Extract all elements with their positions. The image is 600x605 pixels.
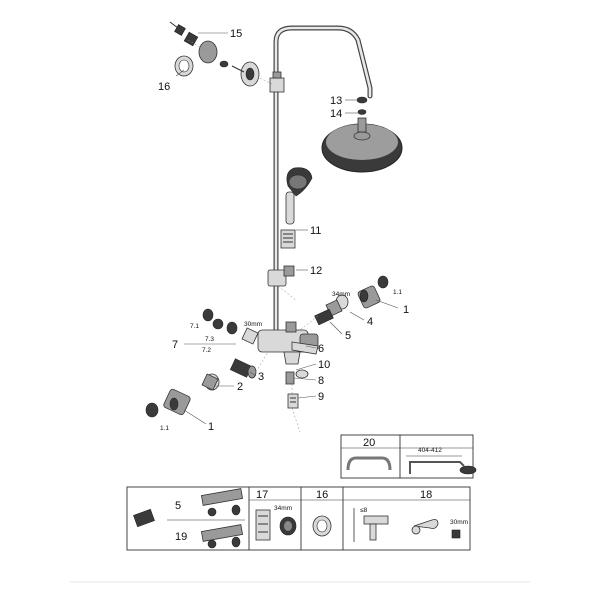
left-part-7-group bbox=[202, 308, 259, 345]
head-shower bbox=[321, 117, 403, 173]
label-2: 2 bbox=[237, 381, 243, 393]
label-14: 14 bbox=[330, 108, 342, 120]
kit-label-5: 5 bbox=[175, 500, 181, 512]
thermostat-body bbox=[257, 321, 319, 365]
right-part-5 bbox=[314, 308, 334, 326]
arm-seal-14 bbox=[357, 109, 367, 115]
label-5: 5 bbox=[345, 330, 351, 342]
label-9: 9 bbox=[318, 391, 324, 403]
kit-18-dim: 30mm bbox=[450, 519, 468, 526]
riser-top-bracket bbox=[269, 71, 285, 93]
part-9 bbox=[287, 393, 299, 409]
kit-label-18: 18 bbox=[420, 489, 432, 501]
label-1-right: 1 bbox=[403, 304, 409, 316]
dim-7-3: 7.3 bbox=[205, 336, 214, 343]
kit-box-20: 20 404-412 bbox=[340, 434, 477, 479]
dim-30mm-top: 30mm bbox=[244, 321, 262, 328]
kit-17-dim: 34mm bbox=[274, 505, 292, 512]
kit-label-19: 19 bbox=[175, 531, 187, 543]
label-7: 7 bbox=[172, 339, 178, 351]
arm-nut-13 bbox=[356, 96, 368, 104]
wall-bracket-assembly bbox=[169, 21, 260, 87]
part-10 bbox=[295, 369, 309, 379]
kit-20-label: 20 bbox=[363, 437, 375, 449]
label-3: 3 bbox=[258, 371, 264, 383]
dimension-labels: 1.1 1.1 34mm 30mm 7.1 7.3 7.2 bbox=[160, 289, 402, 432]
part-8 bbox=[285, 371, 295, 385]
kit-box-bottom: 5 19 17 34mm 16 18 ≤8 30mm bbox=[126, 486, 471, 551]
label-16: 16 bbox=[158, 81, 170, 93]
diverter-handle bbox=[291, 341, 319, 355]
label-6: 6 bbox=[318, 343, 324, 355]
label-13: 13 bbox=[330, 95, 342, 107]
leader-lines bbox=[175, 32, 399, 425]
label-11: 11 bbox=[310, 225, 321, 237]
dim-7-1: 7.1 bbox=[190, 323, 199, 330]
left-handle-1 bbox=[145, 388, 191, 418]
right-part-4 bbox=[325, 294, 349, 317]
label-1-left: 1 bbox=[208, 421, 214, 433]
hand-shower-slider bbox=[267, 265, 295, 287]
dim-1-1-right: 1.1 bbox=[393, 289, 402, 296]
label-4: 4 bbox=[367, 316, 373, 328]
kit-label-17: 17 bbox=[256, 489, 268, 501]
wall-rosette-16 bbox=[174, 55, 194, 77]
guide-lines bbox=[187, 39, 319, 433]
part-labels: 15 16 13 14 11 12 1 4 5 6 10 8 9 7 3 2 1 bbox=[158, 28, 409, 433]
right-handle-1 bbox=[357, 275, 389, 309]
dim-34mm-top: 34mm bbox=[332, 291, 350, 298]
dim-7-2: 7.2 bbox=[202, 347, 211, 354]
left-part-2 bbox=[201, 373, 220, 391]
hose-connector bbox=[280, 229, 296, 249]
kit-20-dim: 404-412 bbox=[418, 447, 442, 454]
label-8: 8 bbox=[318, 375, 324, 387]
kit-18-dim2: ≤8 bbox=[360, 507, 368, 514]
hand-shower bbox=[285, 167, 313, 225]
label-12: 12 bbox=[310, 265, 322, 277]
dim-1-1-left: 1.1 bbox=[160, 425, 169, 432]
label-10: 10 bbox=[318, 359, 330, 371]
kit-label-16: 16 bbox=[316, 489, 328, 501]
left-part-3 bbox=[229, 358, 257, 379]
label-15: 15 bbox=[230, 28, 242, 40]
